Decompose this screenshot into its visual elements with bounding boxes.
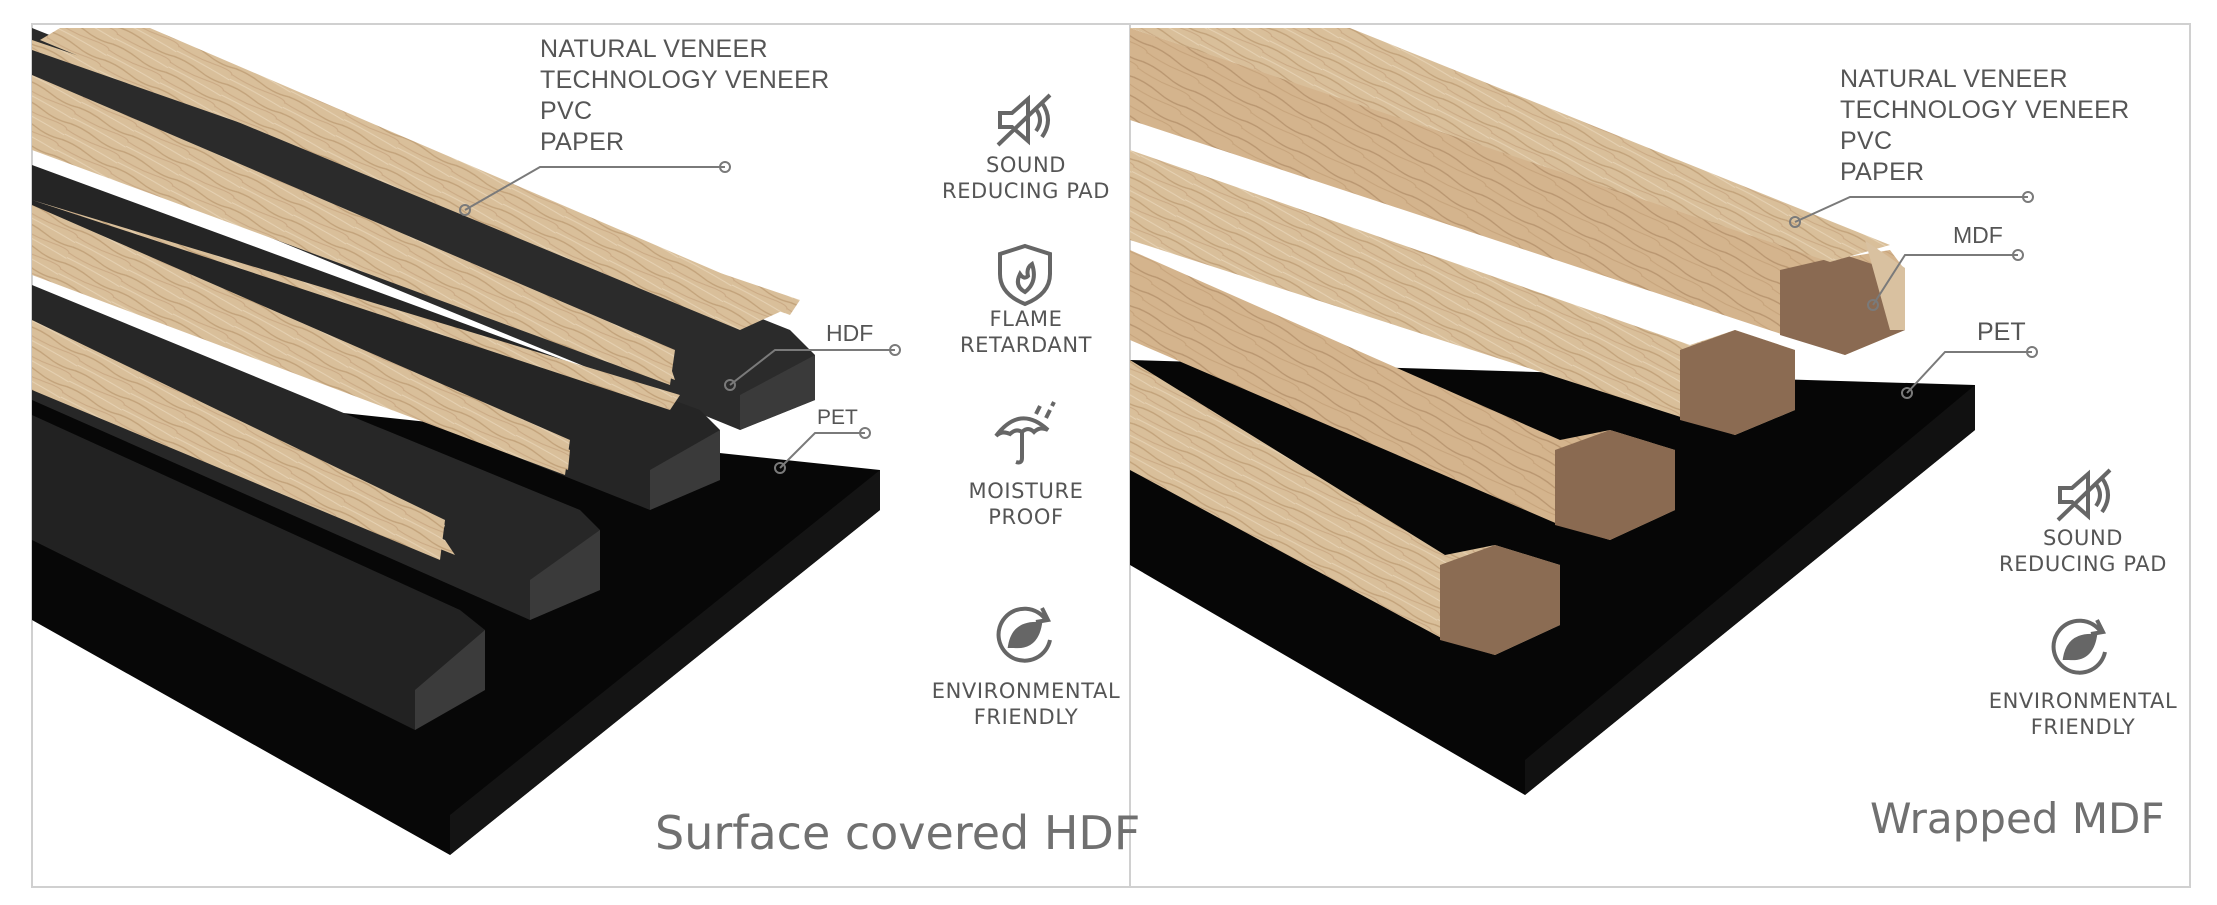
left-feature-2-line-1: FLAME: [989, 307, 1063, 331]
right-caption: Wrapped MDF: [1870, 794, 2165, 843]
left-feature-1: SOUND REDUCING PAD: [906, 152, 1146, 204]
left-feature-1-line-1: SOUND: [985, 153, 1067, 177]
left-veneer-strips: [32, 28, 800, 560]
left-feature-4-line-2: FRIENDLY: [973, 705, 1079, 729]
eco-leaf-icon: [996, 606, 1052, 663]
left-feature-4-line-1: ENVIRONMENTAL: [931, 679, 1121, 703]
left-base-label: PET: [817, 406, 858, 429]
right-mdf-strips: [1130, 28, 1905, 655]
left-layer-3: PVC: [540, 97, 593, 125]
left-layer-1: NATURAL VENEER: [540, 35, 768, 63]
left-feature-3: MOISTURE PROOF: [906, 478, 1146, 530]
left-feature-1-line-2: REDUCING PAD: [942, 179, 1110, 203]
sound-off-icon: [2056, 468, 2112, 522]
left-layer-4: PAPER: [540, 128, 625, 156]
right-layer-3: PVC: [1840, 127, 1893, 155]
left-feature-3-line-1: MOISTURE: [968, 479, 1084, 503]
right-feature-2-line-2: FRIENDLY: [2030, 715, 2136, 739]
left-layer-2: TECHNOLOGY VENEER: [540, 66, 830, 94]
left-leader-lines: [459, 161, 901, 474]
right-layer-4: PAPER: [1840, 158, 1925, 186]
eco-leaf-icon: [2051, 618, 2107, 675]
flame-shield-icon: [998, 243, 1052, 307]
left-feature-3-line-2: PROOF: [988, 505, 1064, 529]
right-feature-1-line-1: SOUND: [2042, 526, 2124, 550]
right-layer-1: NATURAL VENEER: [1840, 65, 2068, 93]
right-base-label: PET: [1977, 318, 2026, 346]
right-layer-2: TECHNOLOGY VENEER: [1840, 96, 2130, 124]
left-feature-2: FLAME RETARDANT: [906, 306, 1146, 358]
right-feature-1-line-2: REDUCING PAD: [1999, 552, 2167, 576]
left-layer-list: NATURAL VENEER TECHNOLOGY VENEER PVC PAP…: [540, 34, 829, 158]
right-feature-2-line-1: ENVIRONMENTAL: [1988, 689, 2178, 713]
umbrella-rain-icon: [994, 401, 1056, 465]
sound-off-icon: [996, 93, 1052, 147]
right-feature-2: ENVIRONMENTAL FRIENDLY: [1963, 688, 2203, 740]
left-feature-2-line-2: RETARDANT: [959, 333, 1093, 357]
left-caption: Surface covered HDF: [655, 806, 1141, 860]
right-feature-1: SOUND REDUCING PAD: [1963, 525, 2203, 577]
left-feature-4: ENVIRONMENTAL FRIENDLY: [906, 678, 1146, 730]
left-core-label: HDF: [826, 320, 874, 346]
right-leader-lines: [1789, 191, 2038, 399]
right-core-label: MDF: [1953, 222, 2003, 248]
right-layer-list: NATURAL VENEER TECHNOLOGY VENEER PVC PAP…: [1840, 64, 2129, 188]
